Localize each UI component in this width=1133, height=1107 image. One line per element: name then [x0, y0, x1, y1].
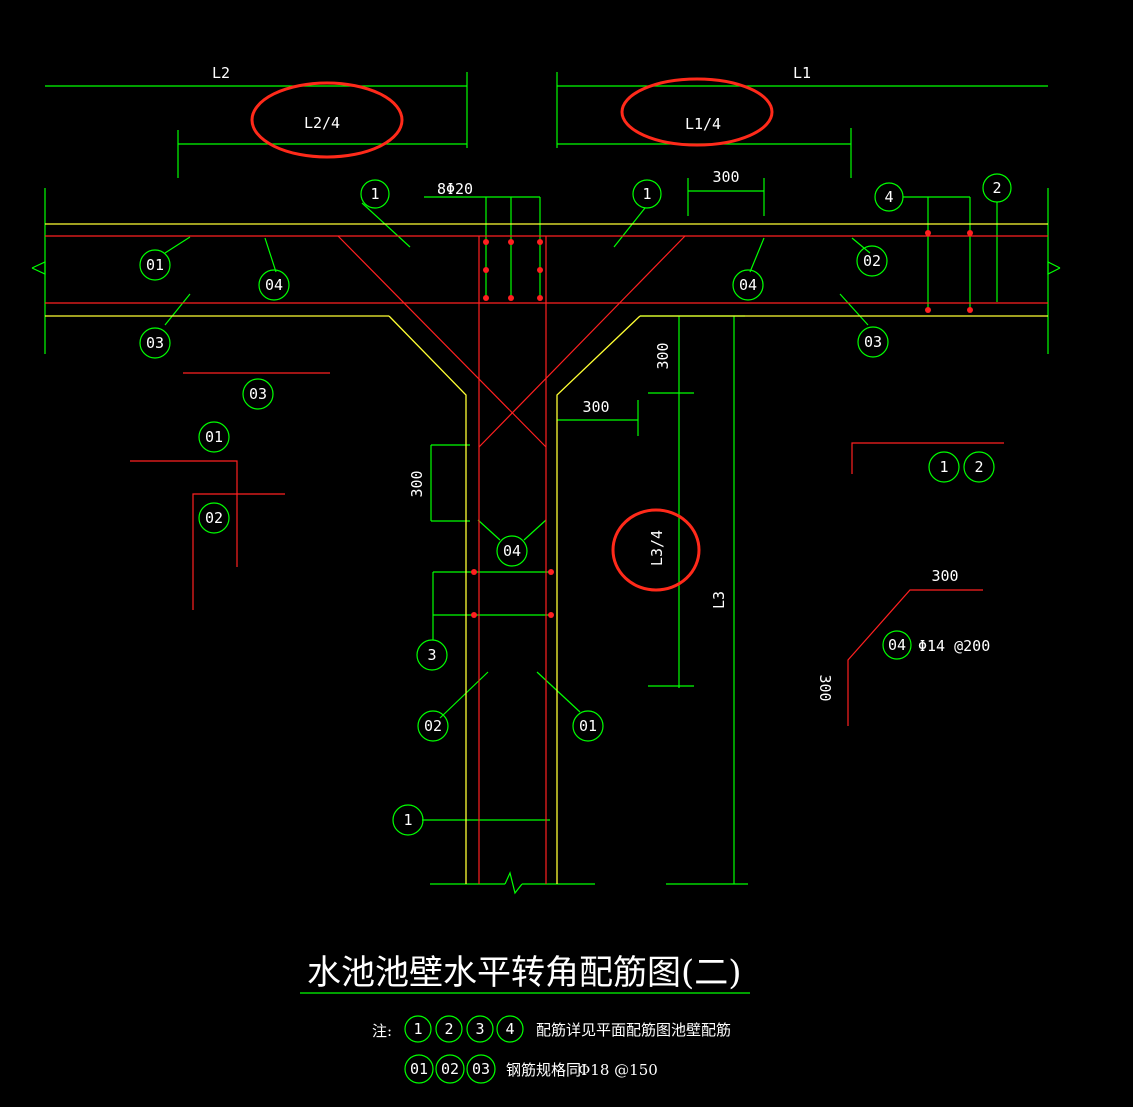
svg-text:01: 01 — [579, 717, 597, 735]
note-mark-03: 03 — [466, 1054, 496, 1084]
dim-l1-quarter-label: L1/4 — [685, 115, 721, 133]
note-mark-2: 2 — [435, 1015, 463, 1043]
marker-04-left: 04 — [258, 269, 290, 301]
marker-04-wall: 04 — [496, 535, 528, 567]
marker-1-top-left: 1 — [360, 179, 390, 209]
drawing-title: 水池池壁水平转角配筋图(二) — [307, 953, 742, 993]
dim-l1-label: L1 — [793, 64, 811, 82]
svg-text:2: 2 — [992, 179, 1001, 197]
detail-dim-300-v: 300 — [816, 674, 834, 701]
svg-text:01: 01 — [205, 428, 223, 446]
legend-marker-03: 03 — [242, 378, 274, 410]
marker-03-left: 03 — [139, 327, 171, 359]
dim-300-top: 300 — [712, 168, 739, 186]
highlight-l2-quarter — [250, 81, 404, 159]
svg-text:04: 04 — [265, 276, 283, 294]
rebar-dots — [471, 230, 973, 618]
marker-03-right: 03 — [857, 326, 889, 358]
notes-line1-text: 配筋详见平面配筋图池壁配筋 — [536, 1021, 731, 1039]
rebar-top-spec: 8Φ20 — [437, 180, 473, 198]
legend-marker-01: 01 — [198, 421, 230, 453]
svg-text:1: 1 — [370, 185, 379, 203]
svg-text:02: 02 — [424, 717, 442, 735]
dim-l2-label: L2 — [212, 64, 230, 82]
marker-2-top: 2 — [982, 173, 1012, 203]
note-mark-4: 4 — [496, 1015, 524, 1043]
svg-text:01: 01 — [410, 1060, 428, 1078]
svg-text:4: 4 — [505, 1020, 514, 1038]
svg-text:2: 2 — [974, 458, 983, 476]
dim-l3-label: L3 — [710, 591, 728, 609]
dimension-lines — [31, 72, 1061, 994]
svg-text:03: 03 — [146, 334, 164, 352]
notes-line2-text: 钢筋规格同 — [506, 1061, 581, 1079]
note-mark-01: 01 — [404, 1054, 434, 1084]
marker-4-top: 4 — [874, 182, 904, 212]
marker-04-right: 04 — [732, 269, 764, 301]
svg-text:03: 03 — [249, 385, 267, 403]
svg-text:01: 01 — [146, 256, 164, 274]
note-mark-3: 3 — [466, 1015, 494, 1043]
notes-line2-spec: Φ18 @150 — [578, 1061, 658, 1079]
dim-300-corner-v: 300 — [654, 342, 672, 369]
detail-marker-04: 04 — [882, 630, 912, 660]
marker-02-right: 02 — [856, 245, 888, 277]
svg-text:04: 04 — [503, 542, 521, 560]
svg-text:2: 2 — [444, 1020, 453, 1038]
dim-300-corner-h: 300 — [582, 398, 609, 416]
detail-spec: Φ14 @200 — [918, 637, 990, 655]
marker-02-wall: 02 — [417, 710, 449, 742]
concrete-outline — [45, 223, 1048, 884]
dim-l2-quarter-label: L2/4 — [304, 114, 340, 132]
marker-01-left: 01 — [139, 249, 171, 281]
legend-marker-2: 2 — [963, 451, 995, 483]
svg-text:3: 3 — [475, 1020, 484, 1038]
note-mark-02: 02 — [435, 1054, 465, 1084]
detail-dim-300-h: 300 — [931, 567, 958, 585]
svg-text:1: 1 — [642, 185, 651, 203]
svg-text:1: 1 — [403, 811, 412, 829]
legend-marker-02: 02 — [198, 502, 230, 534]
marker-01-wall: 01 — [572, 710, 604, 742]
dim-l3-quarter-label: L3/4 — [648, 530, 666, 566]
svg-text:04: 04 — [888, 636, 906, 654]
highlight-l1-quarter — [620, 77, 774, 147]
svg-text:1: 1 — [939, 458, 948, 476]
svg-text:4: 4 — [884, 188, 893, 206]
svg-text:02: 02 — [205, 509, 223, 527]
notes-prefix: 注: — [372, 1022, 392, 1040]
svg-text:04: 04 — [739, 276, 757, 294]
svg-text:3: 3 — [427, 646, 436, 664]
legend-marker-1: 1 — [928, 451, 960, 483]
dim-300-left: 300 — [408, 470, 426, 497]
marker-1-wall: 1 — [392, 804, 424, 836]
marker-3-wall: 3 — [416, 639, 448, 671]
svg-text:03: 03 — [864, 333, 882, 351]
svg-text:1: 1 — [413, 1020, 422, 1038]
note-mark-1: 1 — [404, 1015, 432, 1043]
highlight-l3-quarter — [611, 508, 701, 592]
svg-text:02: 02 — [863, 252, 881, 270]
svg-text:02: 02 — [441, 1060, 459, 1078]
svg-text:03: 03 — [472, 1060, 490, 1078]
rebar-lines — [45, 235, 1048, 884]
marker-1-top-right: 1 — [632, 179, 662, 209]
